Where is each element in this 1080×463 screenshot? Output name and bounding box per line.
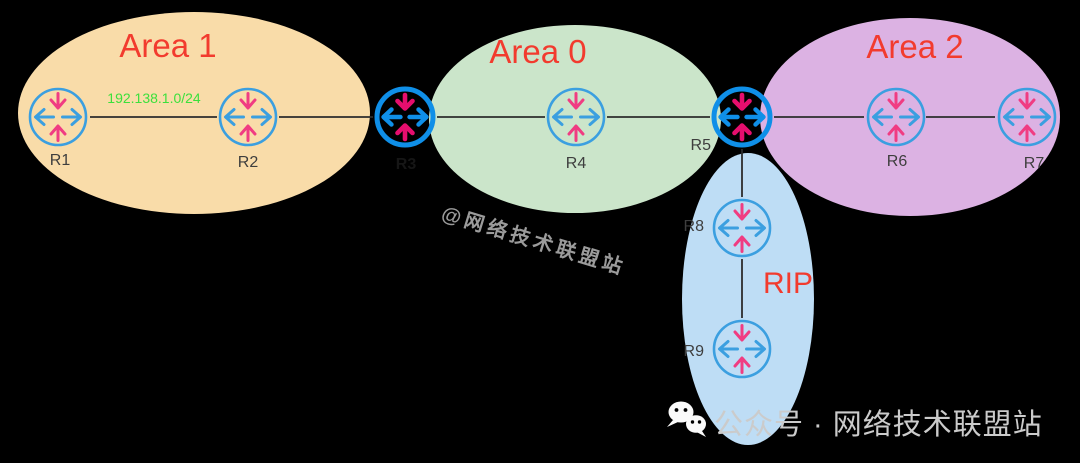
area-0-label: Area 0 [489,33,587,70]
router-label-r9: R9 [683,343,704,360]
link-lines [90,116,995,318]
area-1-label: Area 1 [119,27,217,64]
router-label-r1: R1 [49,152,71,169]
router-label-r5: R5 [690,137,711,154]
router-label-r7: R7 [1023,155,1045,172]
network-segment-label: 192.138.1.0/24 [107,90,201,106]
router-label-r8: R8 [683,218,704,235]
router-icon-r3 [377,89,433,145]
router-label-r3: R3 [395,156,417,173]
router-icon-r5 [714,89,770,145]
area-0-region [429,25,721,213]
wechat-icon [667,401,706,437]
router-label-r4: R4 [565,155,587,172]
rip-label: RIP [763,267,814,300]
router-label-r6: R6 [886,153,908,170]
area-1-region [18,12,370,214]
area-2-label: Area 2 [866,28,964,65]
router-label-r2: R2 [237,154,259,171]
footer-brand-text: 公众号 · 网络技术联盟站 [714,409,1043,441]
